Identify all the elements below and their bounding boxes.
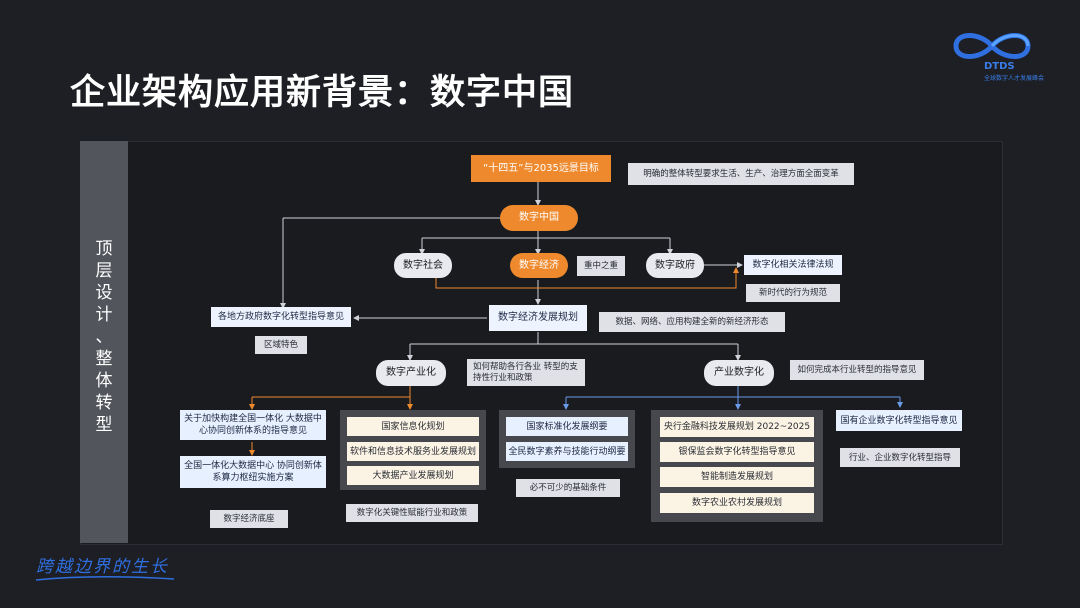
economy-plan-box: 数字经济发展规划 [489,305,587,331]
digitalization-note: 如何完成本行业转型的指导意见 [790,360,924,380]
digital-society-node: 数字社会 [394,253,452,278]
slogan: 跨越边界的生长 [36,557,169,577]
industrial-digitalization-node: 产业数字化 [704,360,774,386]
side-label: 顶 层 设 计 、 整 体 转 型 [95,239,113,435]
gov-law-note: 新时代的行为规范 [746,284,840,302]
col2-item-3: 大数据产业发展规划 [347,466,479,485]
digital-china-node: 数字中国 [500,205,578,231]
gov-law-box: 数字化相关法律法规 [744,255,842,275]
col3-item-2: 全民数字素养与技能行动纲要 [506,442,628,461]
col5-item: 国有企业数字化转型指导意见 [836,410,962,431]
economy-plan-note: 数据、网络、应用构建全新的新经济形态 [599,312,785,332]
col2-item-2: 软件和信息技术服务业发展规划 [347,442,479,461]
col2-item-1: 国家信息化规划 [347,417,479,436]
col2-note: 数字化关键性赋能行业和政策 [346,504,478,522]
goal-note: 明确的整体转型要求生活、生产、治理方面全面变革 [628,163,854,185]
digital-economy-node: 数字经济 [510,253,568,278]
logo-name: DTDS [984,61,1015,72]
col3-note: 必不可少的基础条件 [516,479,620,497]
col4-item-3: 智能制造发展规划 [660,467,814,487]
col5-note: 行业、企业数字化转型指导 [840,448,960,467]
digital-government-node: 数字政府 [646,253,704,278]
col4-item-4: 数字农业农村发展规划 [660,493,814,513]
col4-item-1: 央行金融科技发展规划 2022~2025 [660,417,814,437]
local-note: 区域特色 [255,336,307,354]
economy-note: 重中之重 [577,256,625,276]
digital-industrialization-node: 数字产业化 [376,360,446,386]
slide-title: 企业架构应用新背景：数字中国 [70,73,575,113]
col4-item-2: 银保监会数字化转型指导意见 [660,442,814,462]
industrialization-note: 如何帮助各行各业 转型的支持性行业和政策 [467,359,585,386]
goal-box: “十四五”与2035远景目标 [471,155,611,182]
side-label-bar [80,141,128,543]
col1-note: 数字经济底座 [210,510,288,528]
logo-subtitle: 全球数字人才发展峰会 [984,75,1045,82]
col3-item-1: 国家标准化发展纲要 [506,417,628,436]
local-guidance-box: 各地方政府数字化转型指导意见 [211,307,351,327]
dtds-logo [953,33,1031,59]
col1-item-1: 关于加快构建全国一体化 大数据中心协同创新体系的指导意见 [180,410,326,440]
slogan-underline [36,576,175,581]
col1-item-2: 全国一体化大数据中心 协同创新体系算力枢纽实施方案 [180,456,326,488]
